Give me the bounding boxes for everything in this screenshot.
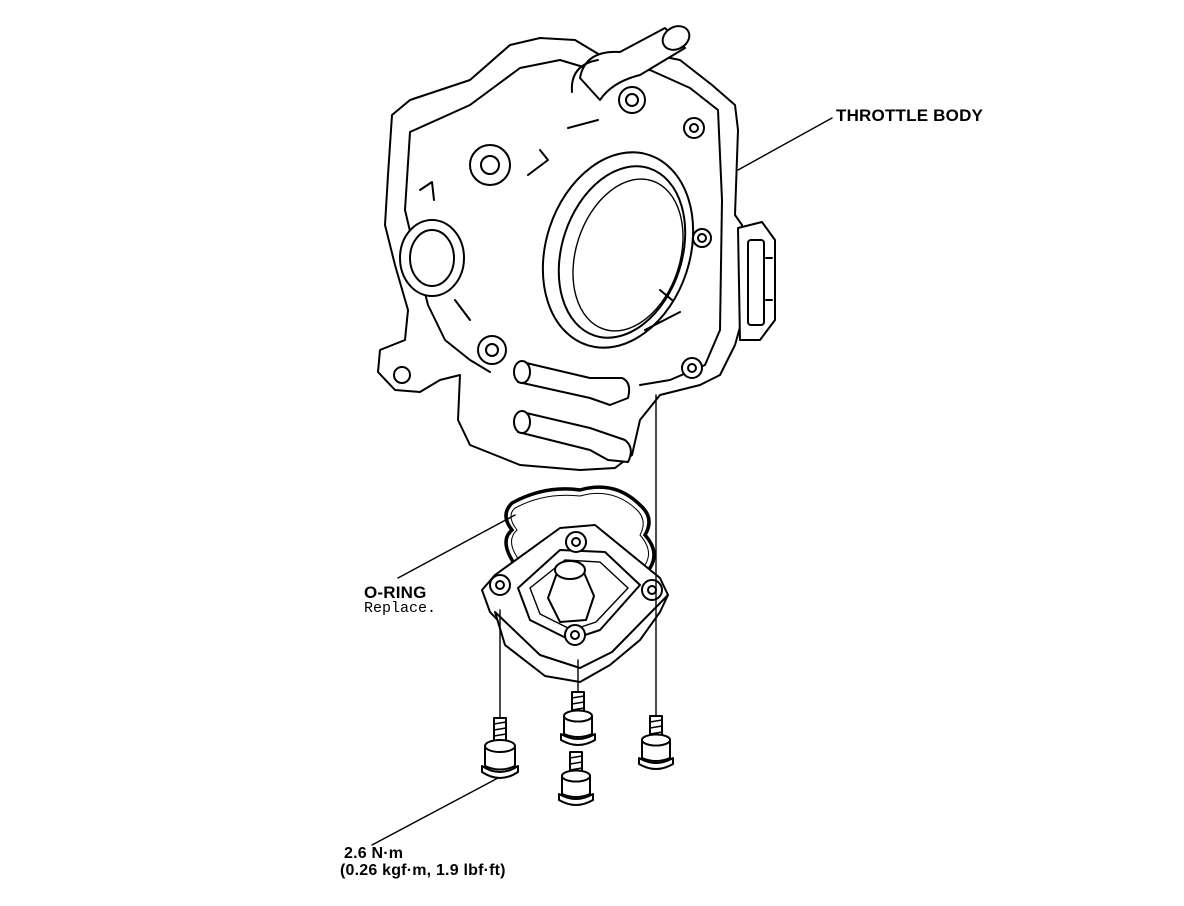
bolt	[481, 717, 519, 779]
o-ring-note: Replace.	[364, 600, 437, 617]
torque-spec-nm: 2.6 N·m	[344, 845, 404, 862]
leader-line-throttle-body	[737, 117, 833, 171]
torque-spec-alt: (0.26 kgf·m, 1.9 lbf·ft)	[340, 862, 506, 879]
throttle-body	[377, 25, 776, 471]
bolt	[558, 751, 594, 806]
bolt	[560, 691, 596, 746]
o-ring-label: O-RING	[364, 583, 427, 602]
leader-line-torque	[371, 777, 499, 846]
cover-plate	[481, 524, 669, 683]
alignment-lines	[499, 394, 657, 719]
leader-line-o-ring	[397, 514, 516, 579]
bolt	[638, 715, 674, 770]
throttle-body-label: THROTTLE BODY	[836, 106, 984, 125]
